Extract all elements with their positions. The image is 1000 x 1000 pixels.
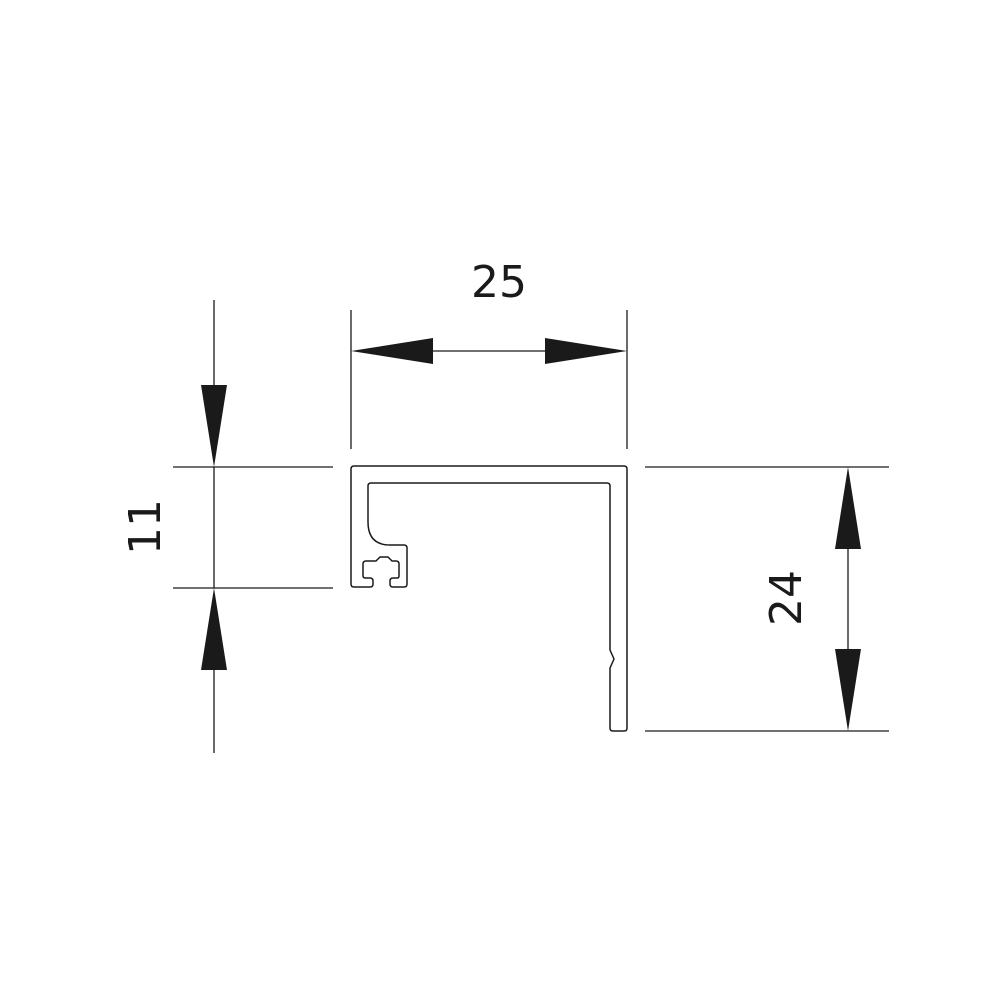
left-arrow-top (201, 385, 227, 467)
right-arrow-bottom (835, 649, 861, 731)
width-arrow-left (351, 338, 433, 364)
right-arrow-top (835, 467, 861, 549)
right-height-label: 24 (761, 570, 812, 626)
width-dimension: 25 (350, 257, 628, 449)
left-arrow-bottom (201, 588, 227, 670)
left-height-dimension: 11 (120, 300, 333, 753)
profile-outline (350, 465, 628, 732)
width-arrow-right (545, 338, 627, 364)
width-dimension-label: 25 (471, 257, 527, 308)
right-height-dimension: 24 (645, 466, 889, 732)
left-height-label: 11 (120, 499, 171, 555)
